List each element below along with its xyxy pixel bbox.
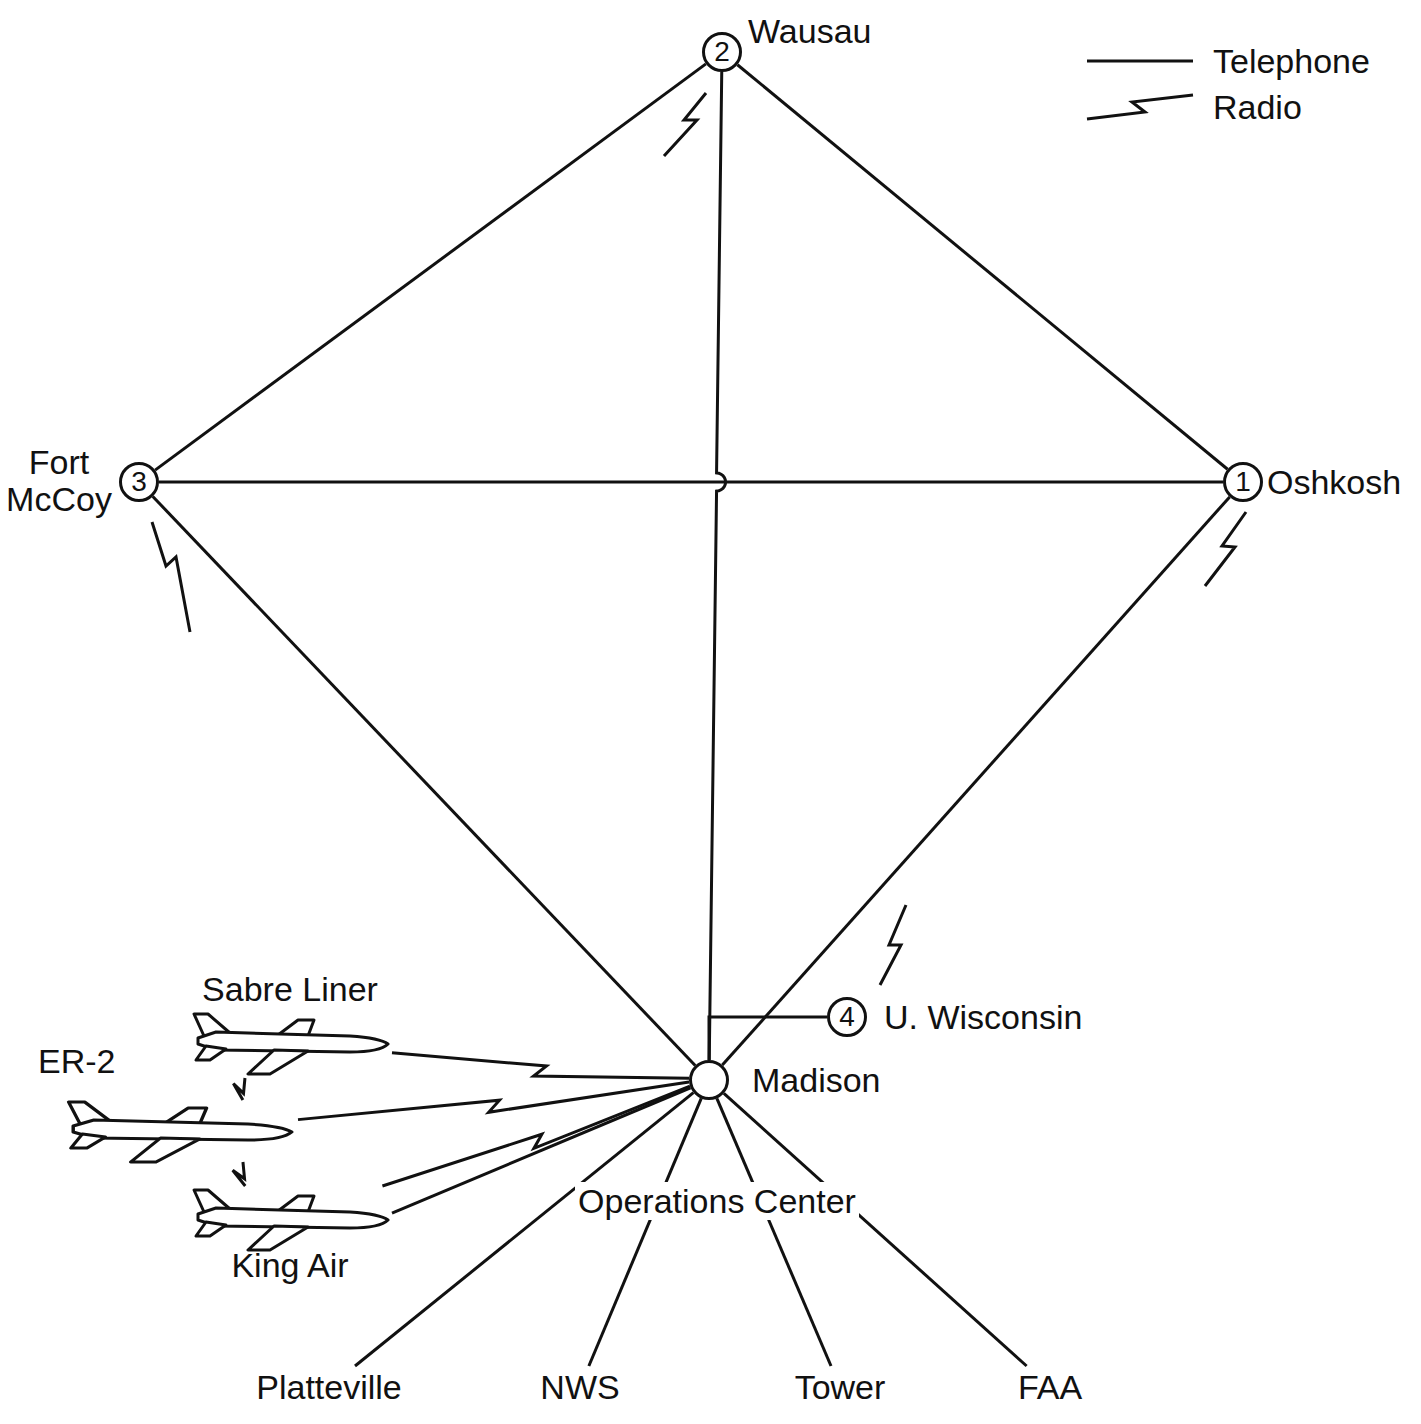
station-circle: 1Oshkosh <box>1223 462 1263 502</box>
radio-symbol <box>880 905 906 985</box>
aircraft-node: Sabre Liner <box>188 970 392 1078</box>
connector-group <box>153 64 1230 1366</box>
radio-symbol <box>152 522 190 632</box>
endpoint-name: Platteville <box>256 1368 402 1406</box>
aircraft-node: ER-2 <box>62 1100 298 1162</box>
node-label: Operations Center <box>575 1182 859 1220</box>
endpoint-label: Tower <box>789 1366 892 1408</box>
radio-link <box>392 1053 689 1079</box>
endpoint-label: FAA <box>1012 1366 1088 1408</box>
endpoint-name: FAA <box>1018 1368 1082 1406</box>
legend-row: Radio <box>1085 84 1370 130</box>
node-label: ER-2 <box>38 1042 115 1080</box>
telephone-line <box>722 497 1229 1065</box>
station-number: 3 <box>119 462 159 502</box>
radio-link <box>382 1086 690 1186</box>
endpoint-label: NWS <box>534 1366 625 1408</box>
radio-symbol <box>1205 512 1246 586</box>
radio-link <box>233 1078 245 1100</box>
endpoint-name: Tower <box>795 1368 886 1406</box>
radio-symbol <box>664 93 706 156</box>
station-number: 2 <box>702 32 742 72</box>
station-circle: 3Fort McCoy <box>119 462 159 502</box>
telephone-line <box>153 496 695 1065</box>
station-number: 1 <box>1223 462 1263 502</box>
legend-label: Telephone <box>1213 42 1370 80</box>
legend: TelephoneRadio <box>1085 38 1370 130</box>
station-number: 4 <box>827 997 867 1037</box>
legend-sample <box>1085 41 1197 81</box>
node-label: Wausau <box>748 12 871 50</box>
telephone-line <box>709 72 725 1060</box>
aircraft-node: King Air <box>188 1186 392 1286</box>
endpoint-name: NWS <box>540 1368 619 1406</box>
telephone-line <box>159 481 1223 484</box>
telephone-line <box>724 1093 1027 1366</box>
legend-label: Radio <box>1213 88 1302 126</box>
aircraft-illustration <box>194 1190 388 1250</box>
station-circle: MadisonOperations Center <box>689 1060 729 1100</box>
node-label: Madison <box>752 1061 881 1099</box>
telephone-sample <box>1087 60 1193 63</box>
node-label: Fort McCoy <box>2 444 116 519</box>
station-circle: 4U. Wisconsin <box>827 997 867 1037</box>
legend-row: Telephone <box>1085 38 1370 84</box>
circle-outline <box>691 1062 728 1099</box>
telephone-line <box>155 64 706 470</box>
endpoint-label: Platteville <box>250 1366 408 1408</box>
circle-outline <box>689 1060 729 1100</box>
node-label: Sabre Liner <box>188 970 392 1008</box>
node-label: Oshkosh <box>1267 463 1401 501</box>
radio-sample <box>1087 95 1193 119</box>
telephone-line <box>355 1093 693 1366</box>
legend-sample <box>1085 87 1197 127</box>
telephone-line <box>737 65 1227 470</box>
aircraft-illustration <box>69 1102 292 1162</box>
station-circle: 2Wausau <box>702 32 742 72</box>
aircraft-illustration <box>194 1014 388 1074</box>
telephone-line <box>589 1098 701 1366</box>
telephone-line <box>709 1017 827 1060</box>
radio-link <box>233 1162 246 1186</box>
node-label: U. Wisconsin <box>884 998 1082 1036</box>
node-label: King Air <box>188 1246 392 1284</box>
